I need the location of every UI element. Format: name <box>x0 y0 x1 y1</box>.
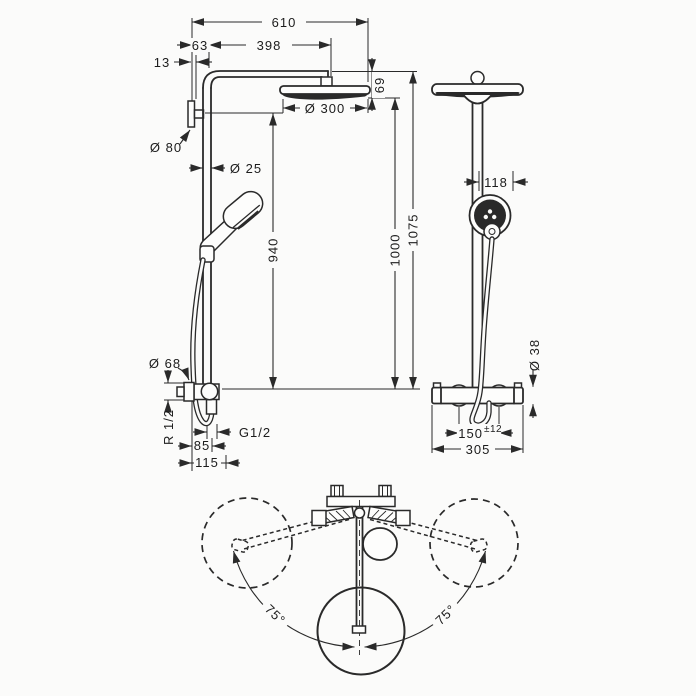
side-dimension-labels: 610 63 398 13 Ø 80 Ø 25 Ø 300 69 940 100… <box>149 15 421 470</box>
dim-wall-offset-label: 13 <box>154 55 170 70</box>
front-view: 118 Ø 38 150 ±12 305 <box>431 70 542 457</box>
dim-hose-thread-label: G1/2 <box>239 425 271 440</box>
swivel-top-view: 75° 75° <box>201 484 519 676</box>
dim-total-height-label: 1075 <box>406 214 421 247</box>
arm-connector <box>320 76 333 87</box>
dim-outlet-offset-label: 85 <box>194 438 210 453</box>
riser-pipe-front <box>462 94 493 389</box>
supply-connector-right <box>513 382 523 389</box>
dim-valve-width-label: 305 <box>466 442 491 457</box>
dim-connection-tolerance-label: ±12 <box>484 424 502 435</box>
supply-connector-left <box>432 382 442 389</box>
dim-arm-length-label: 398 <box>257 38 282 53</box>
swivel-head-position-left <box>201 497 293 589</box>
wall-flange-upper <box>187 100 205 128</box>
overhead-shower-front <box>431 70 524 98</box>
front-dimension-labels: 118 Ø 38 150 ±12 305 <box>457 175 542 457</box>
dim-head-diameter-label: Ø 300 <box>305 101 345 116</box>
arm-tip <box>351 625 367 634</box>
dim-upper-flange-label: Ø 80 <box>150 140 182 155</box>
dim-connection-distance-label: 150 <box>458 426 483 441</box>
dim-wall-thread-label: R 1/2 <box>161 409 176 445</box>
dim-handshower-offset-label: 118 <box>484 175 508 190</box>
hand-shower-front <box>468 194 512 241</box>
swivel-arm-left-dashed <box>231 511 350 553</box>
dim-riser-height-label: 940 <box>266 238 281 263</box>
arm-pivot <box>353 507 366 519</box>
swivel-arm-center <box>351 500 367 655</box>
pipe-boss <box>462 94 493 105</box>
dim-hose-offset-label: 115 <box>195 455 219 470</box>
front-extension-lines <box>431 171 524 453</box>
swivel-head-position-right <box>429 498 519 588</box>
thermostat-valve-side <box>176 381 220 415</box>
dim-head-drop-label: 69 <box>372 77 387 93</box>
swivel-arm-right-dashed <box>369 511 488 553</box>
dim-pipe-diameter-label: Ø 25 <box>230 161 262 176</box>
dim-lower-flange-label: Ø 68 <box>149 356 181 371</box>
dim-head-height-label: 1000 <box>388 234 403 267</box>
dim-valve-diameter-label: Ø 38 <box>527 339 542 371</box>
overhead-shower-side <box>279 85 371 100</box>
side-view: 610 63 398 13 Ø 80 Ø 25 Ø 300 69 940 100… <box>149 15 421 471</box>
ball-joint <box>470 70 485 86</box>
wall-bracket-top-view <box>311 484 411 527</box>
dim-total-projection-label: 610 <box>272 15 297 30</box>
handshower-top-view <box>362 527 398 561</box>
dim-wall-to-pipe-label: 63 <box>192 38 208 53</box>
shower-arm-side <box>202 70 333 89</box>
